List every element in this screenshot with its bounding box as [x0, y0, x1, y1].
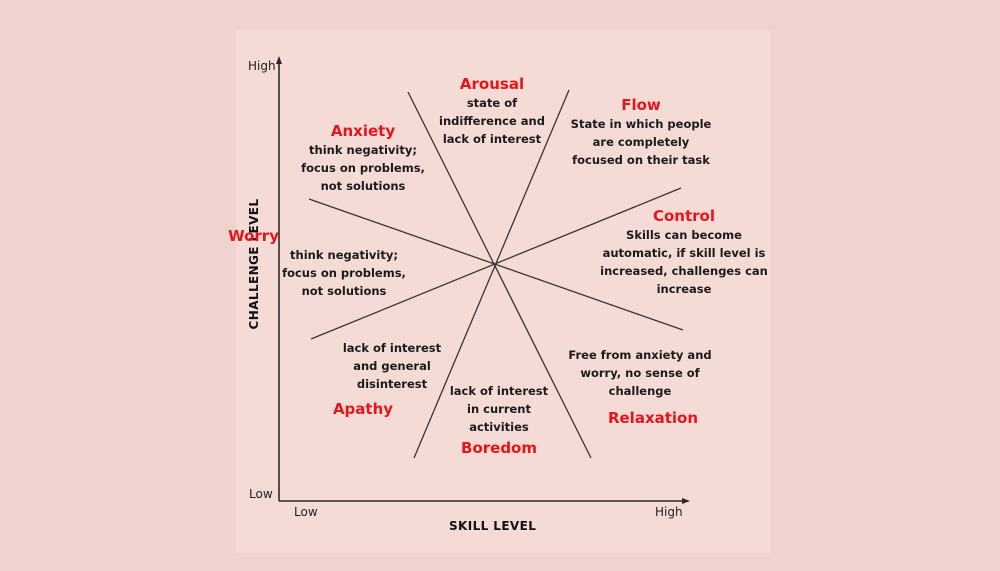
diagram-panel: [236, 30, 770, 553]
region-control: Control Skills can become automatic, if …: [600, 206, 768, 298]
x-tick-high: High: [655, 505, 683, 519]
region-apathy-name: Apathy: [332, 400, 394, 418]
region-boredom: lack of interest in current activities B…: [450, 382, 548, 458]
region-apathy: lack of interest and general disinterest…: [333, 339, 442, 419]
y-tick-high: High: [248, 59, 276, 73]
y-tick-low: Low: [249, 487, 273, 501]
region-control-desc: Skills can become automatic, if skill le…: [600, 228, 768, 296]
region-control-name: Control: [652, 207, 715, 225]
region-worry: Worry think negativity; focus on problem…: [228, 226, 406, 300]
region-flow-name: Flow: [621, 96, 661, 114]
region-relaxation-desc: Free from anxiety and worry, no sense of…: [568, 348, 712, 398]
region-relaxation: Free from anxiety and worry, no sense of…: [568, 346, 711, 428]
divider-line: [310, 187, 682, 340]
divider-line: [308, 198, 684, 331]
region-boredom-desc: lack of interest in current activities: [449, 384, 549, 434]
x-axis-arrow: [682, 498, 690, 504]
region-apathy-desc: lack of interest and general disinterest: [342, 341, 442, 391]
region-boredom-name: Boredom: [461, 439, 537, 457]
divider-line: [407, 91, 592, 459]
region-arousal: Arousal state of indifference and lack o…: [439, 74, 545, 148]
region-anxiety: Anxiety think negativity; focus on probl…: [301, 121, 425, 195]
y-axis-arrow: [276, 56, 282, 64]
divider-line: [413, 89, 570, 459]
region-relaxation-name: Relaxation: [607, 409, 699, 427]
region-flow: Flow State in which people are completel…: [571, 95, 712, 169]
region-worry-name: Worry: [228, 227, 279, 245]
x-tick-low: Low: [294, 505, 318, 519]
region-arousal-name: Arousal: [459, 75, 525, 93]
x-axis-title: SKILL LEVEL: [449, 519, 537, 533]
region-anxiety-name: Anxiety: [330, 122, 396, 140]
y-axis-title-text: CHALLENGE LEVEL: [247, 198, 261, 330]
region-arousal-desc: state of indifference and lack of intere…: [439, 96, 545, 146]
region-anxiety-desc: think negativity; focus on problems, not…: [301, 143, 425, 193]
region-worry-desc: think negativity; focus on problems, not…: [282, 248, 406, 298]
region-flow-desc: State in which people are completely foc…: [570, 117, 712, 167]
